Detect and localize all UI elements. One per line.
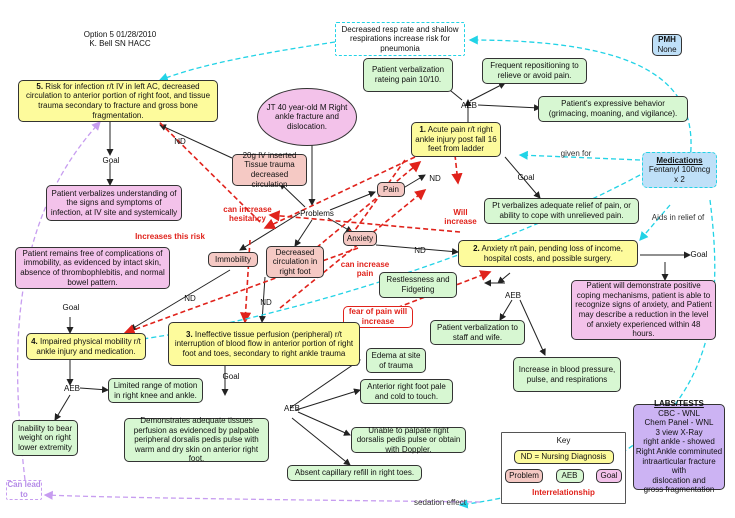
red-hesitancy: can increase hesitancy bbox=[223, 205, 272, 224]
red-increase-pain: can increase pain bbox=[340, 260, 390, 279]
problem-circulation: Decreased circulation in right foot bbox=[266, 246, 324, 278]
evidence-restlessness: Restlessness and Fidgeting bbox=[379, 272, 457, 298]
medications-title: Medications bbox=[656, 155, 703, 165]
key-nd: ND = Nursing Diagnosis bbox=[513, 449, 614, 464]
evidence-weight-bearing: Inability to bear weight on right lower … bbox=[12, 420, 78, 456]
key-aeb: AEB bbox=[555, 468, 584, 483]
goal-3: Demonstrates adequate tissues perfusion … bbox=[124, 416, 269, 463]
labs-line: right ankle - showed bbox=[643, 437, 715, 447]
labs-line: CBC - WNL bbox=[658, 408, 700, 418]
aeb-label-4: AEB bbox=[63, 384, 80, 393]
goal-label-2: Goal bbox=[690, 250, 708, 259]
medications-box: Medications Fentanyl 100mcg x 2 bbox=[642, 152, 717, 188]
goal-1: Pt verbalizes adequate relief of pain, o… bbox=[484, 198, 639, 224]
goal-2: Patient will demonstrate positive coping… bbox=[571, 280, 716, 340]
header-date: Option 5 01/28/2010 bbox=[83, 30, 157, 39]
problems-label: Problems bbox=[300, 209, 334, 218]
labs-line: dislocation and bbox=[652, 475, 706, 485]
aeb-label-2: AEB bbox=[504, 291, 521, 300]
patient-oval: JT 40 year-old M Right ankle fracture an… bbox=[257, 88, 357, 146]
diagnosis-4: 4. Impaired physical mobility r/t ankle … bbox=[26, 333, 146, 360]
header-author: K. Bell SN HACC bbox=[89, 39, 151, 49]
diagnosis-1: 1. Acute pain r/t right ankle injury pos… bbox=[411, 122, 501, 157]
red-will-increase: Will increase bbox=[444, 208, 477, 227]
problem-pain: Pain bbox=[377, 182, 405, 197]
diagnosis-2: 2. Anxiety r/t pain, pending loss of inc… bbox=[458, 240, 638, 267]
diagnosis-3: 3. Ineffective tissue perfusion (periphe… bbox=[168, 322, 360, 366]
nd-label-3: ND bbox=[260, 298, 272, 307]
key-goal: Goal bbox=[596, 468, 622, 483]
labs-line: 3 view X-Ray bbox=[655, 427, 703, 437]
labs-line: Chem Panel - WNL bbox=[644, 418, 714, 428]
goal-label-3: Goal bbox=[222, 372, 240, 381]
labs-box: LABS/TESTS CBC - WNL Chem Panel - WNL 3 … bbox=[633, 399, 725, 494]
evidence-doppler: Unable to palpate right dorsalis pedis p… bbox=[351, 426, 466, 454]
goal-label-1: Goal bbox=[517, 173, 535, 182]
aids-label: Aids in relief of bbox=[651, 213, 705, 222]
aeb-label-3: AEB bbox=[283, 404, 300, 413]
problem-anxiety: Anxiety bbox=[343, 231, 377, 246]
pmh-value: None bbox=[657, 45, 677, 54]
evidence-repositioning: Frequent repositioning to relieve or avo… bbox=[482, 58, 587, 84]
red-fear-box: fear of pain will increase bbox=[343, 306, 413, 328]
key-relation: Interrelationship bbox=[532, 487, 595, 497]
evidence-capillary: Absent capillary refill in right toes. bbox=[287, 465, 422, 481]
problem-immobility: Immobility bbox=[208, 252, 258, 267]
problem-iv: 20g IV inserted Tissue trauma decreased … bbox=[232, 151, 307, 189]
medications-value: Fentanyl 100mcg x 2 bbox=[648, 165, 711, 184]
key-title: Key bbox=[556, 436, 571, 445]
can-lead-to-label: Can lead to bbox=[6, 480, 42, 500]
goal-5: Patient verbalizes understanding of the … bbox=[46, 185, 182, 221]
nd-label-1: ND bbox=[429, 174, 441, 183]
labs-line: gross fragmentation bbox=[643, 485, 715, 495]
labs-line: Right Ankle comminuted bbox=[635, 447, 723, 456]
key-problem: Problem bbox=[505, 468, 543, 483]
nd-label-2: ND bbox=[414, 246, 426, 255]
evidence-rom: Limited range of motion in right knee an… bbox=[108, 378, 203, 403]
evidence-verbalization: Patient verbalization to staff and wife. bbox=[430, 320, 525, 345]
goal-label-5: Goal bbox=[102, 156, 120, 165]
nd-label-5: ND bbox=[174, 137, 186, 146]
given-for-label: given for bbox=[560, 149, 592, 158]
key-box: Key ND = Nursing Diagnosis Problem AEB G… bbox=[501, 432, 626, 504]
evidence-pain-rating: Patient verbalization rateing pain 10/10… bbox=[363, 58, 453, 92]
red-increases-risk: Increases this risk bbox=[135, 232, 205, 241]
goal-label-4: Goal bbox=[62, 303, 80, 312]
aeb-label-1: AEB bbox=[460, 101, 477, 110]
evidence-vitals: Increase in blood pressure, pulse, and r… bbox=[513, 357, 621, 392]
evidence-pale-foot: Anterior right foot pale and cold to tou… bbox=[360, 379, 453, 404]
evidence-pneumonia: Decreased resp rate and shallow respirat… bbox=[335, 22, 465, 56]
diagnosis-5: 5. Risk for infection r/t IV in left AC,… bbox=[18, 80, 218, 122]
labs-title: LABS/TESTS bbox=[654, 399, 704, 409]
sedation-label: sedation effect bbox=[414, 498, 466, 507]
pmh-title: PMH bbox=[658, 35, 676, 45]
nd-label-4: ND bbox=[184, 294, 196, 303]
pmh-box: PMH None bbox=[652, 34, 682, 56]
goal-4: Patient remains free of complications of… bbox=[15, 247, 170, 289]
evidence-edema: Edema at site of trauma bbox=[366, 348, 426, 373]
header: Option 5 01/28/2010 K. Bell SN HACC bbox=[70, 30, 170, 48]
labs-line: intraarticular fracture with bbox=[642, 456, 716, 476]
evidence-expressive: Patient's expressive behavior (grimacing… bbox=[538, 96, 688, 122]
